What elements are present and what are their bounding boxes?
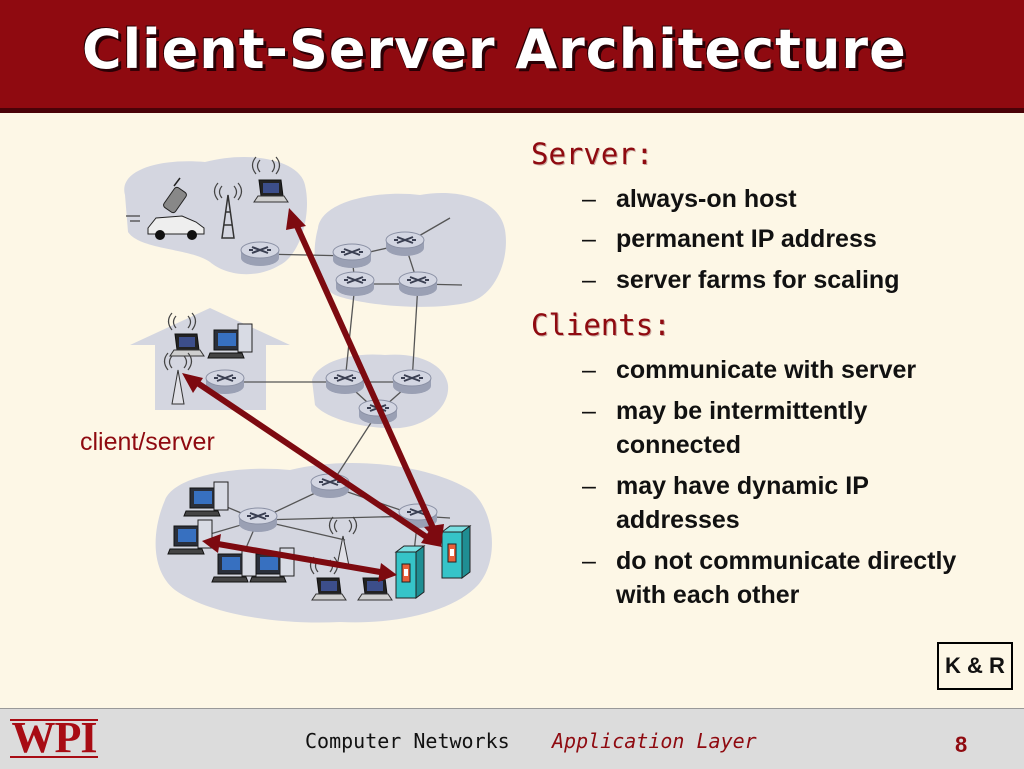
server-bullet: –permanent IP address	[582, 222, 1002, 256]
slide-title: Client-Server Architecture	[82, 18, 907, 81]
bullet-text: communicate with server	[616, 356, 917, 384]
car-icon	[126, 215, 205, 240]
server-bullet: –always-on host	[582, 182, 1002, 216]
server-bullet: –server farms for scaling	[582, 263, 1002, 297]
footer-bar	[0, 708, 1024, 769]
clients-bullet: –do not communicate directly with each o…	[582, 544, 962, 612]
client-server-label: client/server	[80, 428, 215, 456]
bullet-text: server farms for scaling	[616, 266, 900, 294]
wireless-base-station-icon	[163, 352, 193, 405]
wpi-logo: WPI	[6, 713, 102, 763]
page-number: 8	[955, 732, 968, 757]
source-tag: K & R	[937, 642, 1013, 690]
cell-phone-icon	[163, 177, 187, 214]
footer-course: Computer Networks	[305, 729, 510, 753]
isp-cloud-top-left	[124, 156, 308, 275]
bullet-text: permanent IP address	[616, 225, 877, 253]
network-diagram	[124, 156, 506, 623]
clients-bullet: –may have dynamic IP addresses	[582, 469, 942, 537]
server-icon	[441, 525, 471, 579]
server-heading: Server:	[531, 137, 654, 171]
clients-bullet: –communicate with server	[582, 353, 1002, 387]
client-server-arrows	[182, 208, 444, 582]
cell-tower-icon	[213, 182, 243, 239]
clients-bullet: –may be intermittently connected	[582, 394, 942, 462]
bullet-text: may have dynamic IP addresses	[616, 472, 869, 534]
clients-heading: Clients:	[531, 308, 671, 342]
bullet-text: do not communicate directly with each ot…	[616, 547, 957, 609]
server-icon	[395, 545, 425, 599]
footer-topic: Application Layer	[552, 729, 757, 753]
bullet-text: always-on host	[616, 185, 797, 213]
title-bar: Client-Server Architecture	[0, 0, 1024, 113]
bullet-text: may be intermittently connected	[616, 397, 868, 459]
